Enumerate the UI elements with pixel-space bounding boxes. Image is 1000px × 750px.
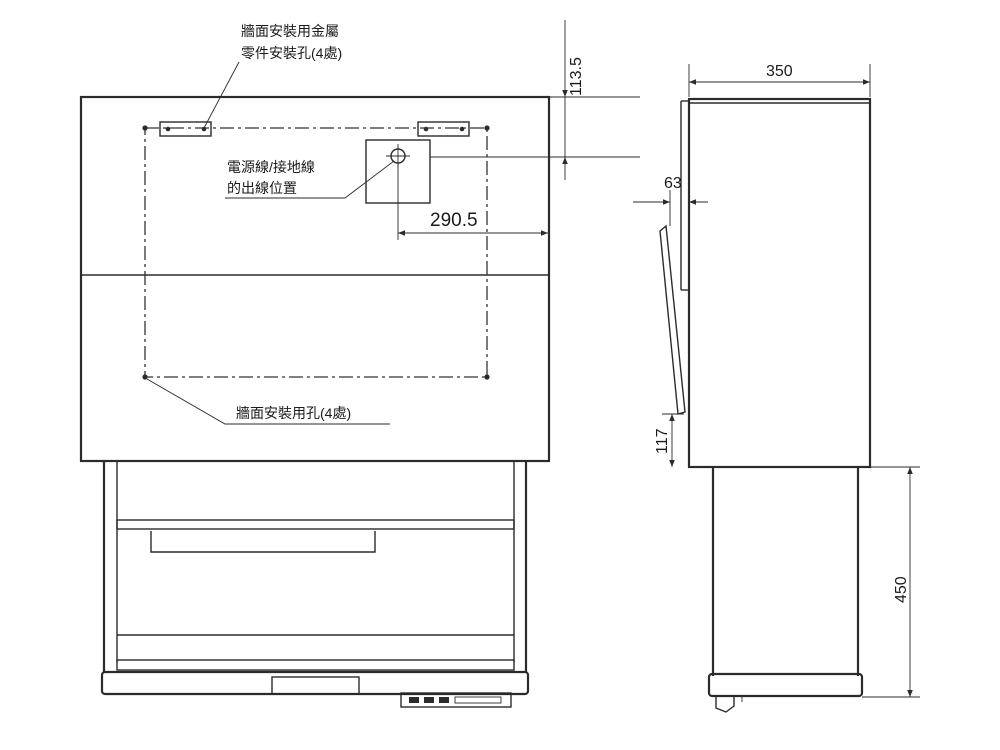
bracket-label-line2: 零件安裝孔(4處) xyxy=(241,45,342,61)
bracket-label-line1: 牆面安裝用金屬 xyxy=(241,23,339,39)
side-door-panel xyxy=(659,224,686,415)
dimension-label-117: 117 xyxy=(654,428,671,454)
dimension-290-5 xyxy=(397,163,548,240)
dimension-label-290-5: 290.5 xyxy=(430,210,478,231)
dimension-label-350: 350 xyxy=(766,63,793,80)
power-label-line2: 的出線位置 xyxy=(227,180,297,196)
hole-leader xyxy=(146,378,390,425)
dimension-label-63: 63 xyxy=(664,175,682,192)
side-cabinet-body xyxy=(687,97,872,469)
front-cabinet-body xyxy=(79,95,551,463)
dimension-label-450: 450 xyxy=(893,576,910,603)
dimension-label-113-5: 113.5 xyxy=(568,57,585,96)
front-view: 牆面安裝用金屬 零件安裝孔(4處) 電源線/接地線 的出線位置 牆面安裝用孔(4… xyxy=(79,20,640,708)
front-stand xyxy=(100,461,530,708)
hole-label: 牆面安裝用孔(4處) xyxy=(236,405,351,421)
dimension-63 xyxy=(633,190,708,226)
dimension-450 xyxy=(862,466,920,698)
power-leader xyxy=(225,160,395,199)
dimension-350 xyxy=(688,64,871,97)
dimension-113-5 xyxy=(430,20,640,180)
side-view: 350 63 117 450 xyxy=(633,63,920,713)
dimension-117 xyxy=(662,413,684,467)
bracket-leader xyxy=(203,61,240,129)
mounting-hole-pattern xyxy=(142,125,490,380)
power-label-line1: 電源線/接地線 xyxy=(227,159,315,175)
side-stand xyxy=(707,467,864,713)
